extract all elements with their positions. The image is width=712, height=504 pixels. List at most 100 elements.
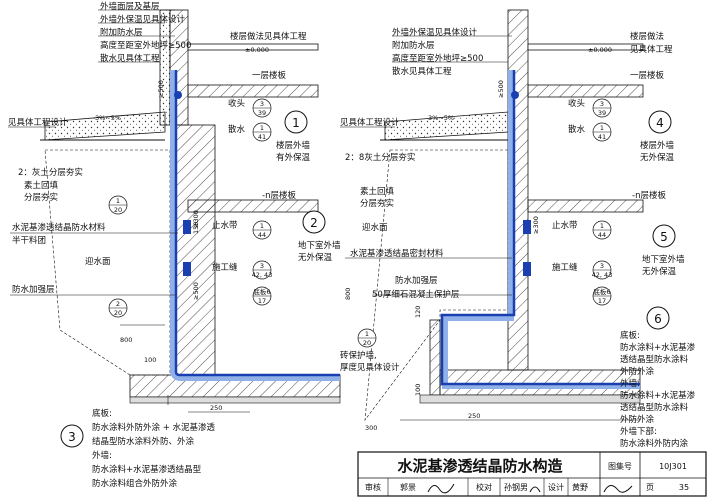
right-label-slope: 3%~5% (428, 114, 454, 122)
note-6-line-2: 防水涂料+水泥基渗 (620, 342, 696, 353)
left-idx-corner-bottom: 20 (114, 309, 122, 317)
left-dim-100: 100 (144, 356, 156, 364)
left-detail: 外墙面层及基层 外墙外保温见具体设计 附加防水层 高度至距室外地坪≥500 散水… (8, 1, 341, 448)
right-idx-waterstop-bottom: 44 (598, 231, 606, 239)
right-label-elev: ±0.000 (588, 46, 612, 54)
left-label-floor-outer: 外墙面层及基层 (100, 1, 160, 12)
right-label-apron: 散水见具体工程 (392, 66, 452, 77)
right-terminal-marker (511, 91, 519, 99)
left-label-shoutou: 收头 (228, 98, 246, 109)
design-label: 设计 (548, 482, 564, 492)
right-index-waterstop: 1 44 (592, 220, 612, 240)
detail-circle-6: 6 (646, 306, 670, 330)
right-label-waterface: 迎水面 (362, 222, 388, 233)
reviewer-signature-icon (427, 483, 455, 494)
right-label-backfill2: 分层夯实 (360, 198, 394, 209)
reviewer-name: 郭景 (400, 482, 416, 492)
left-index-waterstop: 1 44 (252, 220, 272, 240)
right-label-n-floor: -n层楼板 (632, 190, 666, 201)
right-label-basement: 地下室外墙 (642, 254, 685, 265)
right-label-seal: 水泥基渗透结晶密封材料 (350, 248, 444, 259)
left-label-slope: 3%~5% (95, 114, 121, 122)
right-index-joint: 3 42, 43 (592, 260, 613, 280)
note-6-line-9: 外墙下部: (620, 426, 657, 437)
left-idx-waterstop-top: 1 (260, 222, 264, 230)
right-dim-120: 120 (414, 306, 422, 318)
left-label-first-floor: 一层楼板 (252, 70, 287, 81)
right-dim-100: 100 (414, 384, 422, 396)
left-dim-150: 150 (192, 222, 200, 234)
left-label-sanshui: 散水 (228, 124, 246, 135)
left-index-sanshui: 1 41 (252, 122, 272, 142)
left-idx-joint-top: 3 (260, 262, 264, 270)
right-idx-slab-bottom: 20 (363, 339, 371, 347)
left-idx-joint-bottom: 42, 43 (252, 271, 273, 279)
detail-circle-5: 5 (652, 224, 676, 248)
right-label-height: 高度至距室外地坪≥500 (392, 53, 483, 64)
right-idx-joint-bottom: 42, 43 (592, 271, 613, 279)
left-label-basement: 地下室外墙 (298, 240, 341, 251)
left-label-height: 高度至距室外地坪≥500 (100, 40, 191, 51)
check-label: 校对 (476, 482, 492, 492)
title-block: 水泥基渗透结晶防水构造 图集号 10J301 审核 郭景 校对 孙钢男 设计 黄… (357, 451, 707, 497)
left-cushion (129, 396, 341, 404)
right-label-lime: 2：8灰土分层夯实 (345, 152, 415, 163)
left-backfill-zone (44, 149, 171, 376)
right-label-basement2: 无外保温 (642, 266, 677, 277)
right-label-backfill: 素土回填 (360, 186, 395, 197)
left-label-apron: 散水见具体工程 (100, 53, 160, 64)
left-index-shoutou: 3 39 (252, 98, 272, 118)
atlas-number: 10J301 (659, 462, 687, 471)
right-index-sanshui: 1 41 (592, 122, 612, 142)
note-3: 底板: 防水涂料外防外涂 + 水泥基渗透 结晶型防水涂料外防、外涂 外墙: 防水… (92, 408, 216, 489)
left-waterstop (183, 220, 191, 234)
right-label-concrete: 50厚细石混凝土保护层 (372, 289, 459, 300)
left-dim-250: 250 (210, 404, 222, 412)
left-terminal-marker (174, 91, 182, 99)
note-6-line-5: 外墙: (620, 378, 640, 389)
right-label-floor-method: 楼层做法 (630, 31, 664, 42)
left-joint-mark (183, 262, 191, 276)
left-dim-500: ≥500 (157, 80, 165, 98)
left-idx-shoutou-bottom: 39 (258, 109, 266, 117)
left-label-coating: 水泥基渗透结晶防水材料 (12, 222, 106, 233)
right-dim-300: 300 (365, 424, 377, 432)
note-3-line-5: 防水涂料+水泥基渗透结晶型 (92, 464, 202, 475)
right-waterstop (523, 220, 531, 234)
left-index-joint: 3 42, 43 (252, 260, 273, 280)
right-dim-300b: ≥300 (532, 216, 540, 234)
right-idx-shoutou-bottom: 39 (598, 109, 606, 117)
right-membrane (440, 70, 640, 386)
right-first-floor-slab (527, 84, 644, 98)
left-idx-waterstop-bottom: 44 (258, 231, 266, 239)
right-base-slab (439, 369, 641, 396)
left-label-see-project: 见具体工程设计 (8, 117, 68, 128)
review-label: 审核 (365, 482, 381, 492)
atlas-label: 图集号 (608, 461, 632, 471)
right-dim-250: 250 (468, 412, 480, 420)
right-dim-500: ≥500 (497, 80, 505, 98)
right-label-shoutou: 收头 (568, 98, 586, 109)
right-label-floor-method2: 见具体工程 (630, 44, 673, 55)
note-6-line-3: 透结晶型防水涂料 (620, 354, 689, 365)
note-6-line-8: 外防外涂 (620, 414, 655, 425)
right-index-corner: 底板6 17 (592, 286, 612, 306)
left-insulation-layer (159, 9, 171, 126)
left-label-floor-method: 楼层做法见具体工程 (230, 31, 307, 42)
designer-signature-icon (603, 485, 633, 493)
left-idx-corner-top: 2 (116, 300, 120, 308)
right-detail: 外墙外保温见具体设计 附加防水层 高度至距室外地坪≥500 散水见具体工程 见具… (340, 9, 685, 432)
left-label-n-floor: -n层楼板 (262, 190, 296, 201)
left-idx-sanshui-bottom: 41 (258, 133, 266, 141)
detail-circle-2-number: 2 (310, 216, 318, 230)
left-index-corner: 2 20 (108, 298, 128, 318)
left-label-waterstop: 止水带 (212, 220, 238, 231)
note-3-line-6: 防水涂料组合外防外涂 (92, 478, 178, 489)
left-dim-300: ≥300 (192, 210, 200, 228)
right-label-reinforce: 防水加强层 (395, 275, 438, 286)
detail-circle-2: 2 (302, 210, 326, 234)
detail-circle-4: 4 (648, 110, 672, 134)
right-label-sanshui: 散水 (568, 124, 586, 135)
